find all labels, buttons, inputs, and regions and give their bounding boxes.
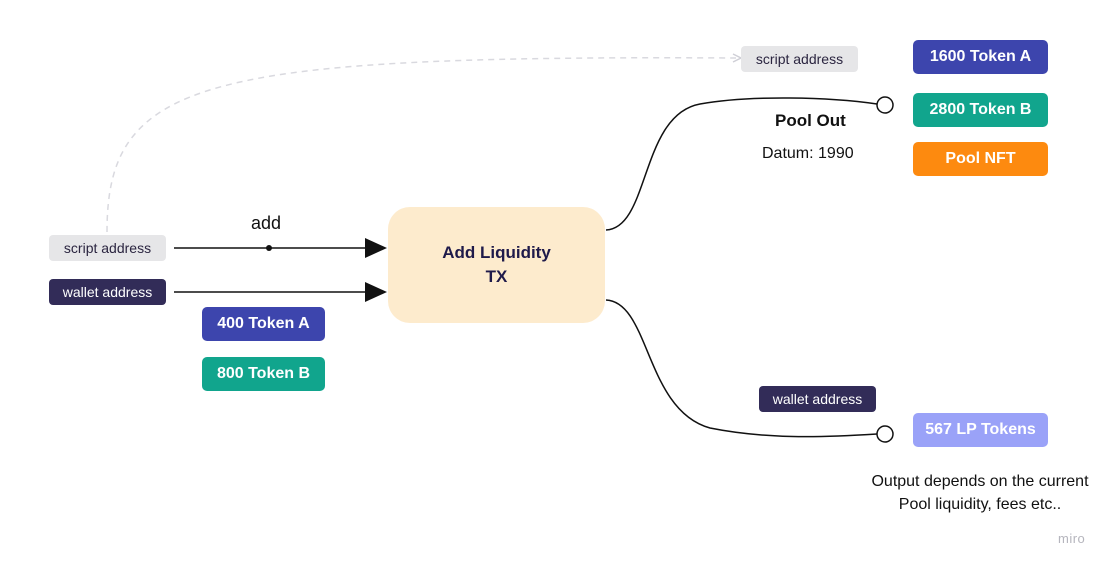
miro-watermark: miro [1058,531,1086,546]
pool-datum-label: Datum: 1990 [762,145,854,162]
input-token-b[interactable]: 800 Token B [202,357,325,391]
lp-output-edge [605,299,878,438]
input-wallet-address-tag[interactable]: wallet address [49,279,166,305]
script-address-dashed-connector [106,57,737,233]
pool-token-b[interactable]: 2800 Token B [913,93,1048,127]
pool-output-edge [605,97,878,231]
add-liquidity-tx-node[interactable]: Add Liquidity TX [388,207,605,323]
pool-nft[interactable]: Pool NFT [913,142,1048,176]
pool-output-endpoint [876,96,894,114]
note-line2: Pool liquidity, fees etc.. [898,496,1062,513]
redeemer-dot [266,245,272,251]
tx-title-line2: TX [485,267,508,286]
lp-output-endpoint [876,425,894,443]
output-script-address-tag[interactable]: script address [741,46,858,72]
input-token-a[interactable]: 400 Token A [202,307,325,341]
lp-tokens[interactable]: 567 LP Tokens [913,413,1048,447]
wallet-input-arrowhead [365,282,387,302]
note-line1: Output depends on the current [871,473,1089,490]
lp-output-note: Output depends on the current Pool liqui… [860,470,1100,516]
output-wallet-address-tag[interactable]: wallet address [759,386,876,412]
script-input-arrowhead [365,238,387,258]
redeemer-label: add [251,213,282,233]
pool-out-title: Pool Out [775,111,846,130]
pool-token-a[interactable]: 1600 Token A [913,40,1048,74]
input-script-address-tag[interactable]: script address [49,235,166,261]
tx-title-line1: Add Liquidity [442,243,551,262]
